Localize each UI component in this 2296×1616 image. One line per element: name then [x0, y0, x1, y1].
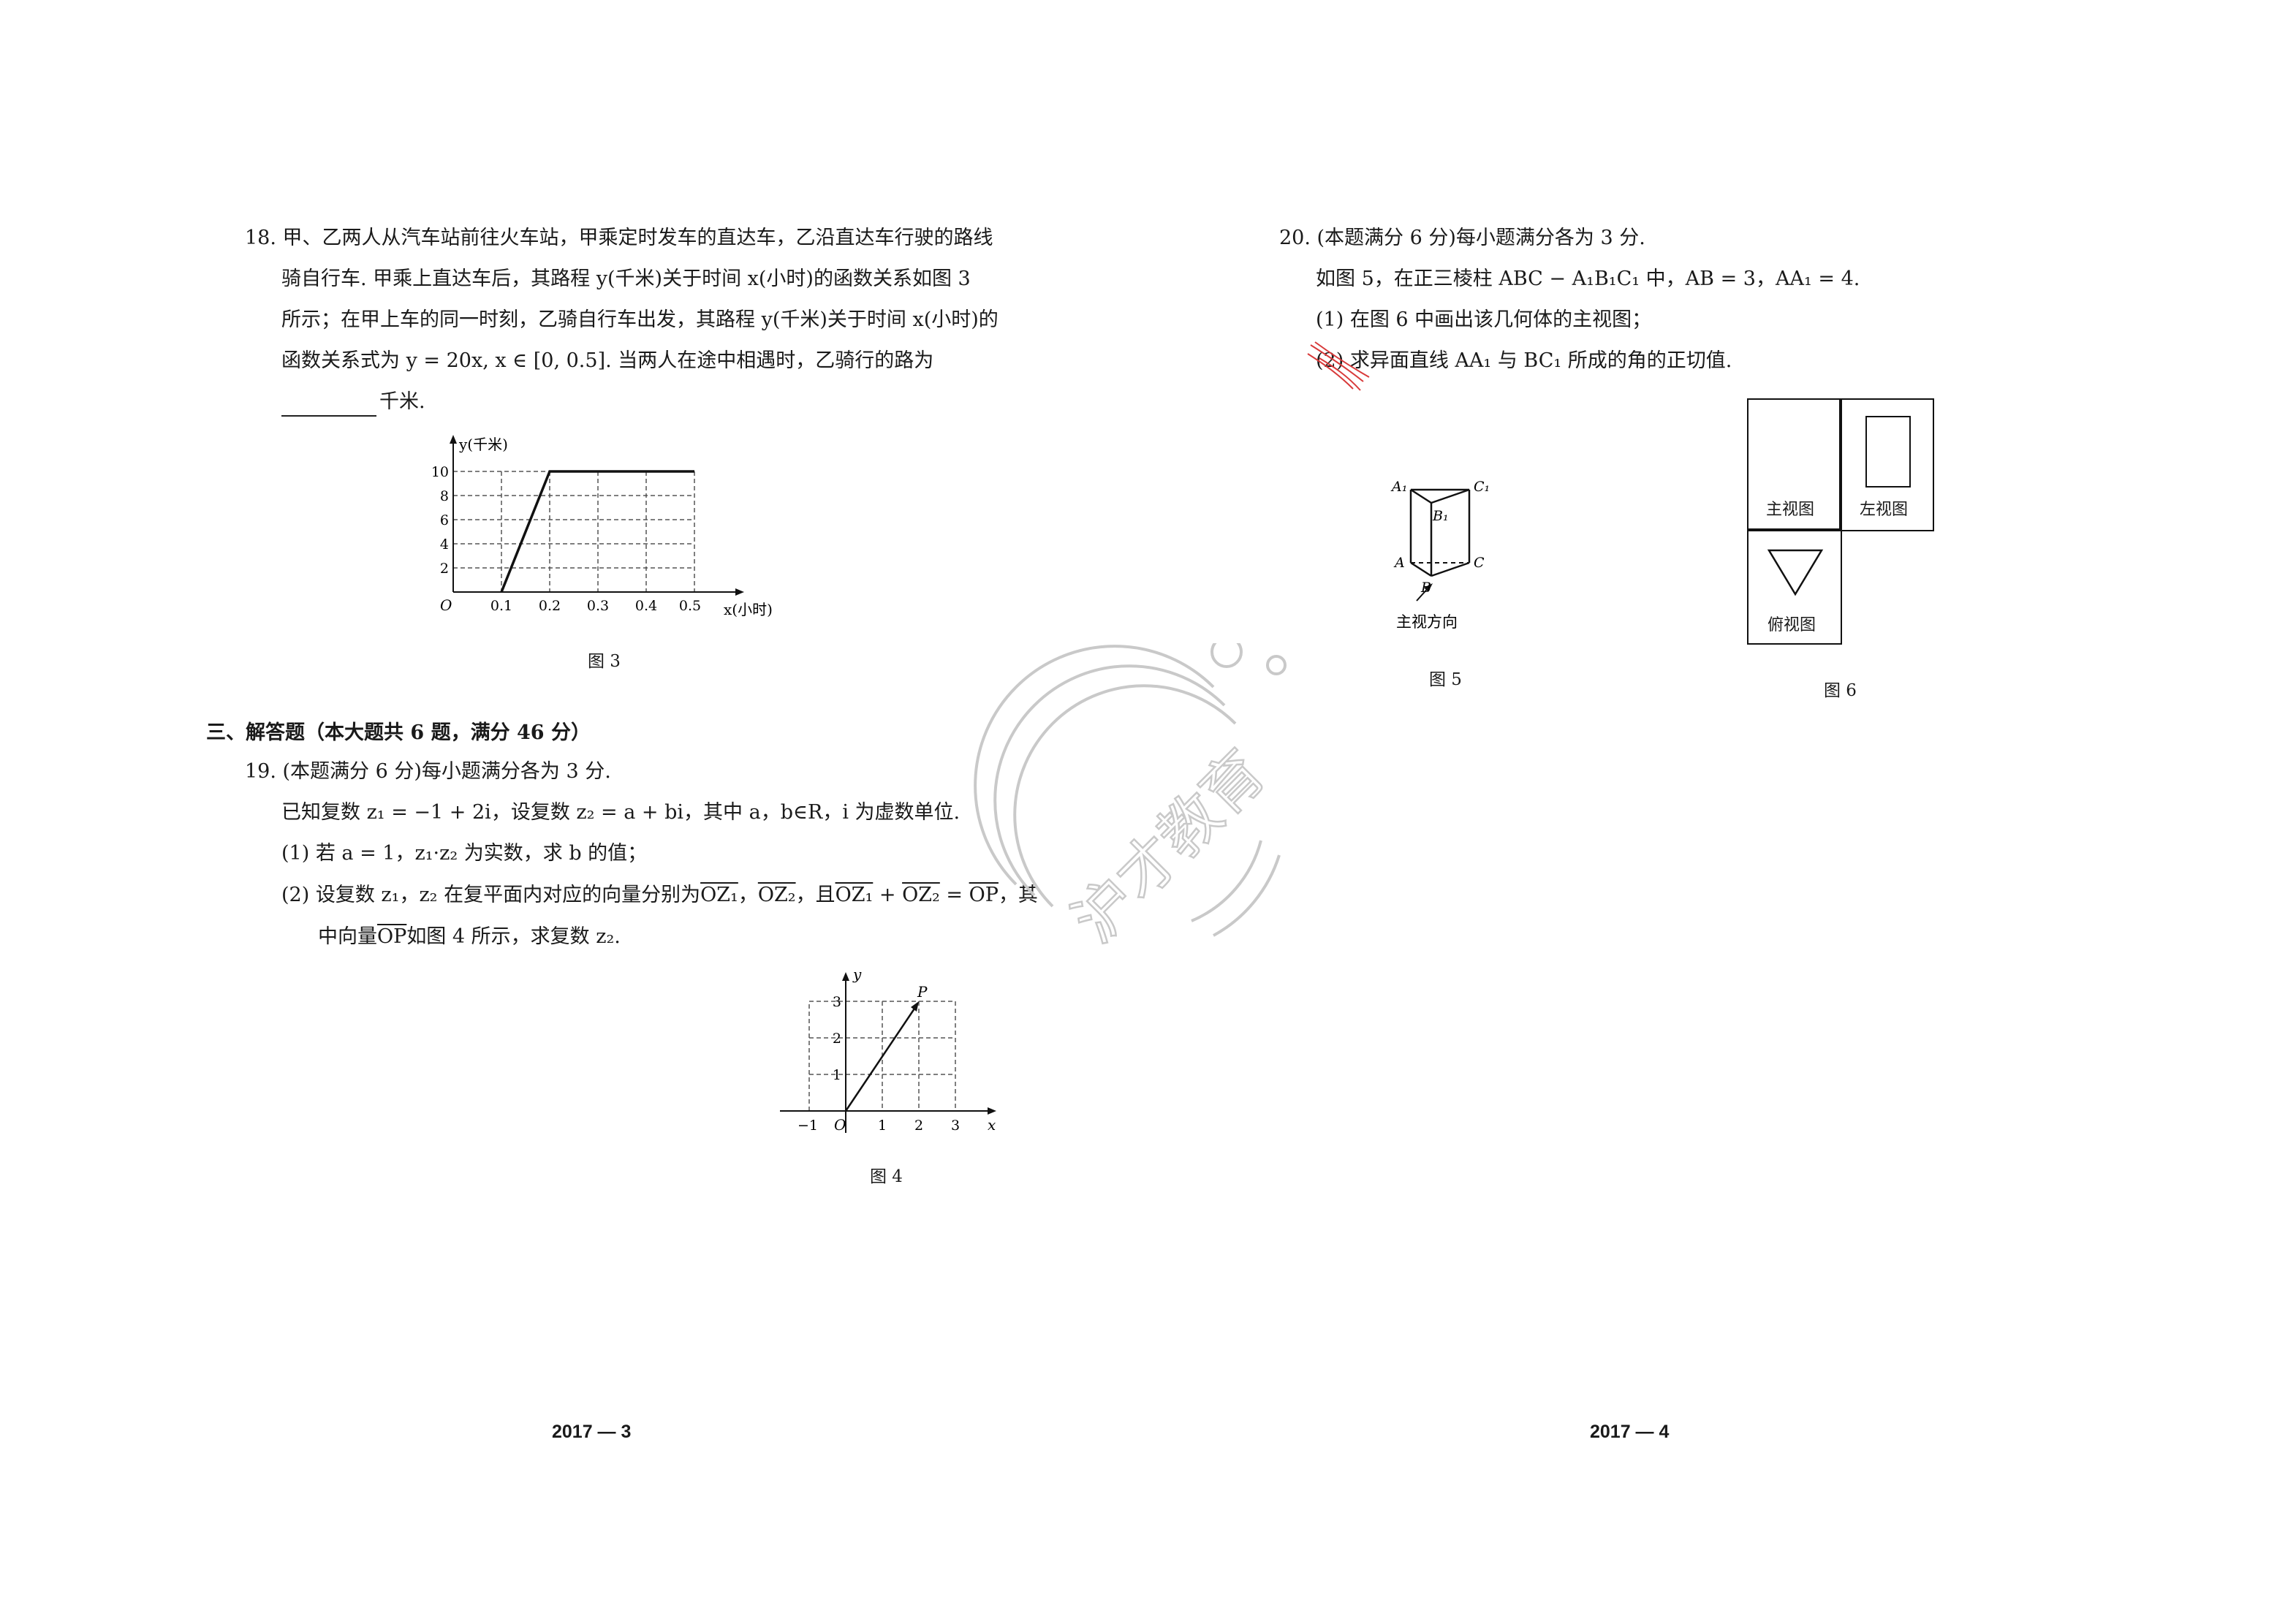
vector-oz1: OZ₁ — [700, 884, 738, 906]
vector-oz2: OZ₂ — [757, 884, 796, 906]
fig3-x-tick: 0.2 — [539, 598, 561, 614]
side-view-label: 左视图 — [1860, 501, 1909, 519]
vector-op: OP — [377, 925, 407, 948]
figure-3-caption: 图 3 — [588, 652, 621, 671]
graph-line-jia — [500, 470, 694, 593]
page-number-left: 2017 — 3 — [552, 1422, 632, 1442]
fig4-y-tick: 3 — [833, 994, 841, 1010]
figure-6-caption: 图 6 — [1824, 681, 1857, 700]
vector-op-arrow — [844, 1004, 919, 1112]
top-view-box: 俯视图 — [1747, 528, 1842, 645]
q18-line-1: 18. 甲、乙两人从汽车站前往火车站，甲乘定时发车的直达车，乙沿直达车行驶的路线 — [245, 227, 993, 249]
q18-line-3: 所示；在甲上车的同一时刻，乙骑自行车出发，其路程 y(千米)关于时间 x(小时)… — [281, 308, 999, 331]
q19-part-2-line-2: 中向量OP如图 4 所示，求复数 z₂. — [318, 922, 621, 952]
fig3-y-tick: 2 — [440, 561, 449, 577]
fig4-origin: O — [834, 1116, 846, 1134]
figure-3-graph: y(千米) x(小时) O 2 4 6 8 10 0.1 0.2 0.3 0.4… — [431, 435, 773, 618]
vector-op: OP — [969, 884, 999, 906]
fig4-y-tick: 1 — [833, 1067, 841, 1083]
fig4-x-label: x — [988, 1116, 996, 1134]
front-view-box[interactable]: 主视图 — [1747, 398, 1842, 531]
q19-sep: ， — [738, 884, 758, 906]
vertex-c: C — [1474, 555, 1485, 571]
q20-part-1: (1) 在图 6 中画出该几何体的主视图； — [1316, 308, 1652, 331]
fig4-x-tick: 2 — [914, 1118, 923, 1134]
figure-5-prism: A₁ C₁ B₁ A C B 主视方向 — [1390, 479, 1490, 631]
q20-line-1: 如图 5，在正三棱柱 ABC − A₁B₁C₁ 中，AB = 3，AA₁ = 4… — [1316, 268, 1860, 290]
q18-line-2: 骑自行车. 甲乘上直达车后，其路程 y(千米)关于时间 x(小时)的函数关系如图… — [281, 268, 971, 290]
side-view-box: 左视图 — [1839, 398, 1934, 531]
q18-answer-line: 千米. — [281, 387, 425, 417]
fig3-origin: O — [440, 596, 452, 614]
q19-line2-post: 如图 4 所示，求复数 z₂. — [406, 925, 621, 948]
section-3-heading: 三、解答题（本大题共 6 题，满分 46 分） — [206, 721, 591, 744]
fig4-y-tick: 2 — [833, 1031, 841, 1047]
q19-part-1: (1) 若 a = 1，z₁·z₂ 为实数，求 b 的值； — [281, 842, 648, 865]
fig3-y-tick: 8 — [440, 488, 449, 504]
watermark-seal: 沪才教育 — [972, 636, 1308, 1061]
vertex-a: A — [1393, 555, 1405, 571]
vertex-c1: C₁ — [1474, 479, 1490, 495]
q20-part-2: (2) 求异面直线 AA₁ 与 BC₁ 所成的角的正切值. — [1316, 349, 1732, 372]
fig4-x-tick: 1 — [878, 1118, 887, 1134]
fig4-point-p: P — [917, 983, 928, 1001]
red-check-mark — [1307, 341, 1370, 391]
fig3-y-label: y(千米) — [458, 436, 508, 453]
q19-line2-pre: 中向量 — [318, 925, 377, 948]
q19-eq: = — [939, 884, 969, 906]
direction-label: 主视方向 — [1396, 613, 1458, 631]
vertex-b1: B₁ — [1432, 508, 1449, 524]
fig4-y-label: y — [852, 966, 862, 983]
figure-6-views: 主视图 左视图 俯视图 — [1747, 398, 1937, 647]
figure-5-caption: 图 5 — [1429, 670, 1462, 689]
top-view-label: 俯视图 — [1768, 616, 1816, 634]
fig3-x-tick: 0.1 — [490, 598, 512, 614]
q19-and: ，且 — [795, 884, 836, 906]
q19-part2-text: (2) 设复数 z₁，z₂ 在复平面内对应的向量分别为 — [281, 884, 701, 906]
q19-end: ，其 — [998, 884, 1038, 906]
answer-blank[interactable] — [281, 396, 376, 417]
watermark-text: 沪才教育 — [1060, 737, 1278, 956]
figure-4-caption: 图 4 — [870, 1167, 903, 1186]
blank-suffix: 千米. — [379, 390, 425, 413]
page-number-right: 2017 — 4 — [1590, 1422, 1670, 1442]
front-view-label: 主视图 — [1766, 501, 1815, 519]
fig3-y-tick: 4 — [440, 536, 449, 553]
side-view-rectangle — [1865, 416, 1911, 488]
fig3-x-label: x(小时) — [724, 601, 773, 618]
figure-4-graph: y x O P −1 1 2 3 1 2 3 — [780, 966, 996, 1134]
vertex-a1: A₁ — [1390, 479, 1407, 495]
fig3-y-tick: 10 — [431, 464, 449, 480]
q19-plus: + — [873, 884, 903, 906]
q19-part-2: (2) 设复数 z₁，z₂ 在复平面内对应的向量分别为OZ₁，OZ₂，且OZ₁ … — [281, 881, 1038, 910]
fig3-x-tick: 0.4 — [635, 598, 657, 614]
fig3-x-tick: 0.5 — [679, 598, 701, 614]
vertex-b: B — [1420, 580, 1431, 596]
q18-line-4: 函数关系式为 y = 20x, x ∈ [0, 0.5]. 当两人在途中相遇时，… — [281, 349, 934, 372]
q20-title: 20. (本题满分 6 分)每小题满分各为 3 分. — [1279, 227, 1645, 249]
fig4-x-tick: 3 — [951, 1118, 960, 1134]
top-view-triangle — [1767, 549, 1824, 596]
fig3-y-tick: 6 — [440, 512, 449, 528]
vector-oz1: OZ₁ — [835, 884, 874, 906]
vector-oz2: OZ₂ — [902, 884, 940, 906]
q19-title: 19. (本题满分 6 分)每小题满分各为 3 分. — [245, 760, 611, 783]
fig4-x-tick: −1 — [797, 1118, 818, 1134]
fig3-x-tick: 0.3 — [587, 598, 609, 614]
q19-line-1: 已知复数 z₁ = −1 + 2i，设复数 z₂ = a + bi，其中 a，b… — [281, 801, 961, 824]
